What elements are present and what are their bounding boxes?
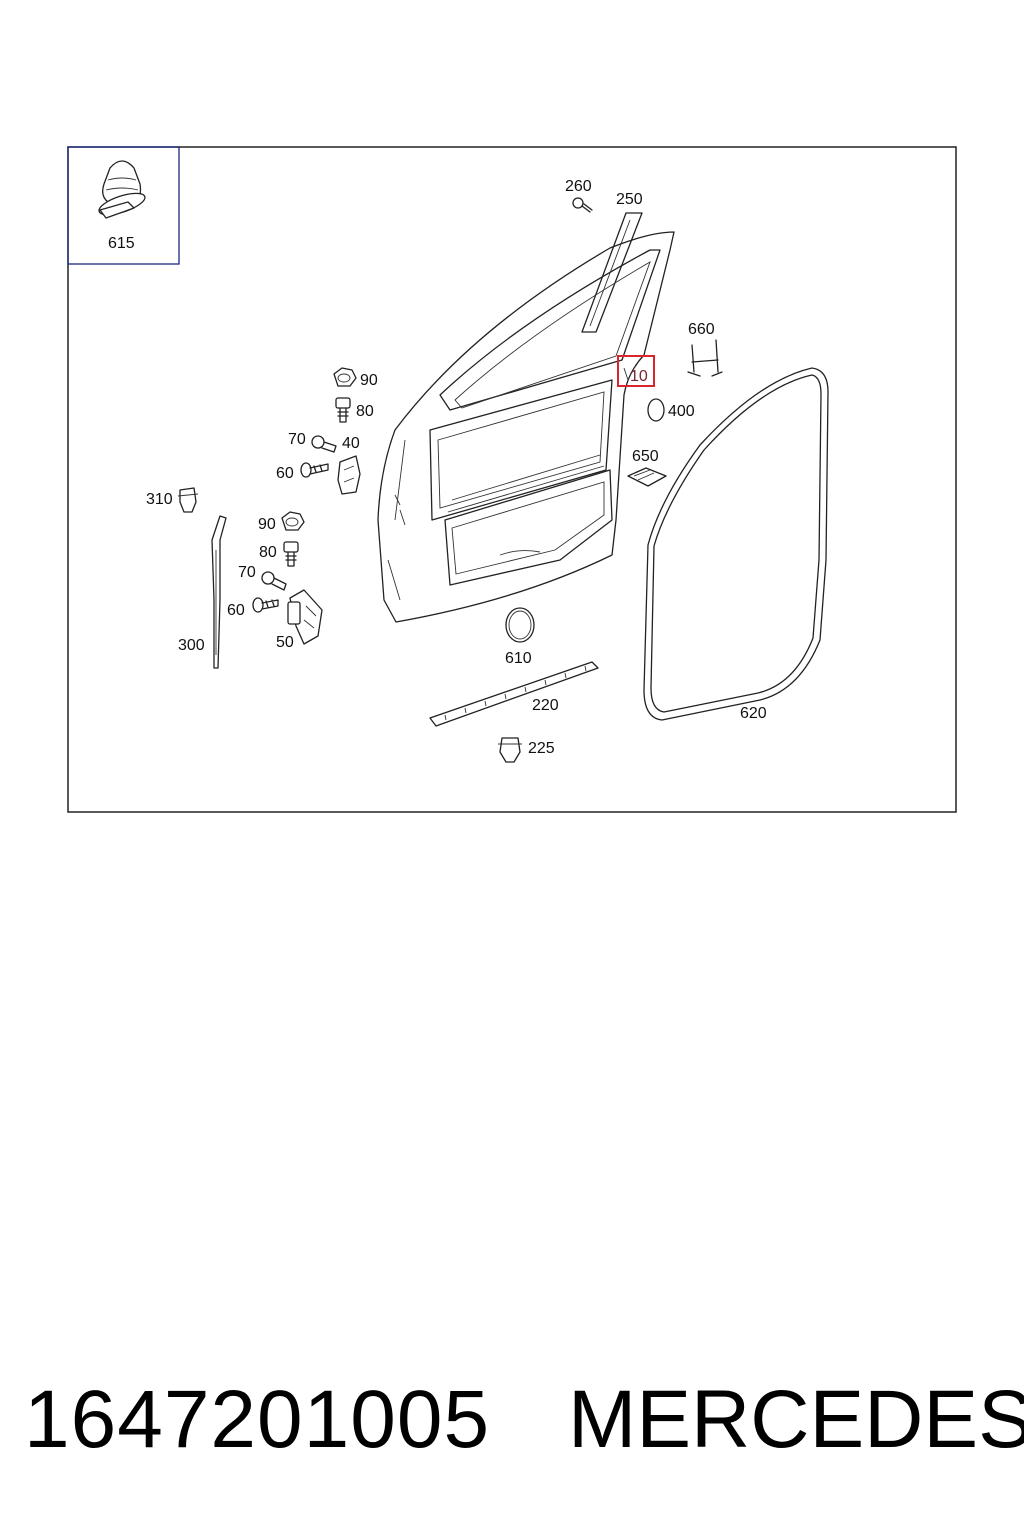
door-seal-620-icon — [643, 367, 829, 721]
label-610: 610 — [505, 650, 532, 667]
nut-90-upper-icon — [333, 367, 357, 387]
door-shell-10-icon — [377, 231, 675, 623]
label-10: 10 — [630, 368, 648, 385]
label-660: 660 — [688, 321, 715, 338]
hinge-40-icon — [337, 455, 361, 495]
bolt-80-upper-icon — [335, 397, 351, 423]
label-50: 50 — [276, 634, 294, 651]
grommet-615-icon — [98, 160, 146, 219]
clip-650-icon — [627, 467, 667, 487]
label-60-lower: 60 — [227, 602, 245, 619]
nut-90-lower-icon — [281, 511, 305, 531]
label-650: 650 — [632, 448, 659, 465]
label-300: 300 — [178, 637, 205, 654]
bolt-80-lower-icon — [283, 541, 299, 567]
label-260: 260 — [565, 178, 592, 195]
label-615: 615 — [108, 235, 135, 252]
inset-frame — [67, 146, 180, 265]
strip-220-icon — [429, 661, 599, 727]
label-40: 40 — [342, 435, 360, 452]
bolt-70-lower-icon — [261, 571, 287, 591]
clip-310-icon — [177, 487, 199, 513]
caption: 1647201005 MERCEDES — [24, 1360, 1024, 1480]
ring-610-icon — [505, 607, 535, 643]
part-number: 1647201005 — [24, 1374, 491, 1465]
label-80-upper: 80 — [356, 403, 374, 420]
label-620: 620 — [740, 705, 767, 722]
label-70-upper: 70 — [288, 431, 306, 448]
label-400: 400 — [668, 403, 695, 420]
screw-260-icon — [572, 197, 593, 213]
label-220: 220 — [532, 697, 559, 714]
label-310: 310 — [146, 491, 173, 508]
plug-400-icon — [647, 398, 665, 422]
highlight-box-10 — [617, 355, 655, 387]
label-90-upper: 90 — [360, 372, 378, 389]
screw-60-upper-icon — [300, 462, 329, 478]
clip-225-icon — [498, 737, 522, 763]
diagram-frame — [67, 146, 957, 813]
label-70-lower: 70 — [238, 564, 256, 581]
label-80-lower: 80 — [259, 544, 277, 561]
strip-300-icon — [211, 515, 227, 669]
screw-60-lower-icon — [252, 597, 279, 613]
label-90-lower: 90 — [258, 516, 276, 533]
bolt-70-upper-icon — [311, 435, 337, 453]
label-60-upper: 60 — [276, 465, 294, 482]
label-250: 250 — [616, 191, 643, 208]
bracket-660-icon — [687, 339, 723, 377]
hinge-50-icon — [287, 589, 323, 645]
label-225: 225 — [528, 740, 555, 757]
brand-name: MERCEDES — [568, 1374, 1024, 1465]
